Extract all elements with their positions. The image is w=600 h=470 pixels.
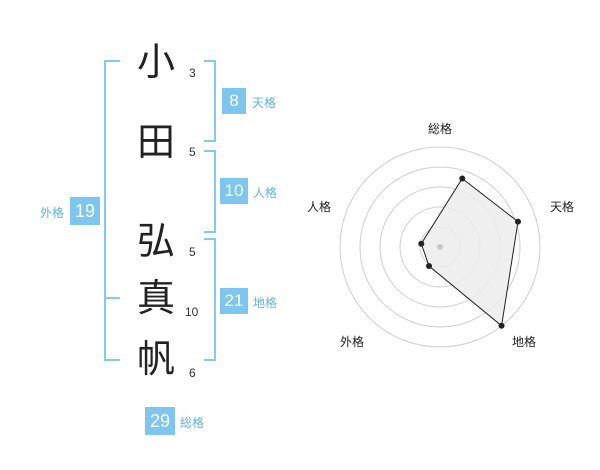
tenkaku-label: 天格 <box>252 96 277 110</box>
stroke-count-2: 5 <box>189 145 196 159</box>
tenkaku-bracket <box>204 60 216 142</box>
tenkaku-value: 8 <box>229 91 239 110</box>
radar-point-soukaku <box>459 175 466 182</box>
name-char-2: 田 <box>136 120 175 164</box>
soukaku-label: 総格 <box>180 416 205 430</box>
chikaku-value: 21 <box>224 291 244 310</box>
stroke-count-1: 3 <box>189 66 196 80</box>
radar-point-gaikaku <box>426 263 432 270</box>
gaikaku-bracket <box>104 60 120 361</box>
radar-label-right: 天格 <box>550 200 575 214</box>
radar-ring-1 <box>339 146 541 348</box>
soukaku-badge: 29 <box>145 407 175 435</box>
stroke-count-5: 6 <box>189 366 196 380</box>
jinkaku-value: 10 <box>224 181 244 200</box>
tenkaku-badge: 8 <box>222 88 246 114</box>
stroke-count-3: 5 <box>189 245 196 259</box>
name-char-4: 真 <box>136 276 175 320</box>
radar-point-tenkaku <box>514 218 521 225</box>
radar-center-dot <box>437 244 443 250</box>
radar-point-chikaku <box>498 322 505 329</box>
chikaku-badge: 21 <box>220 288 248 314</box>
gaikaku-value: 19 <box>74 200 96 221</box>
radar-label-left: 人格 <box>307 200 332 214</box>
chikaku-label: 地格 <box>253 296 278 310</box>
name-char-5: 帆 <box>136 337 175 381</box>
radar-polygon <box>420 177 519 327</box>
radar-label-bottom-right: 地格 <box>512 335 537 349</box>
radar-label-bottom-left: 外格 <box>340 335 365 349</box>
soukaku-value: 29 <box>149 410 171 431</box>
stroke-count-4: 10 <box>185 305 199 319</box>
name-char-3: 弘 <box>136 219 175 263</box>
radar-point-jinkaku <box>418 240 425 247</box>
radar-ring-2 <box>359 166 521 328</box>
jinkaku-label: 人格 <box>253 186 278 200</box>
gaikaku-label: 外格 <box>40 206 65 220</box>
name-char-1: 小 <box>136 40 175 84</box>
gaikaku-badge: 19 <box>70 197 100 225</box>
radar-label-top: 総格 <box>428 122 453 136</box>
chikaku-bracket <box>204 238 216 361</box>
jinkaku-bracket <box>204 150 216 233</box>
gaikaku-bracket-mid <box>104 297 120 299</box>
jinkaku-badge: 10 <box>220 178 248 204</box>
